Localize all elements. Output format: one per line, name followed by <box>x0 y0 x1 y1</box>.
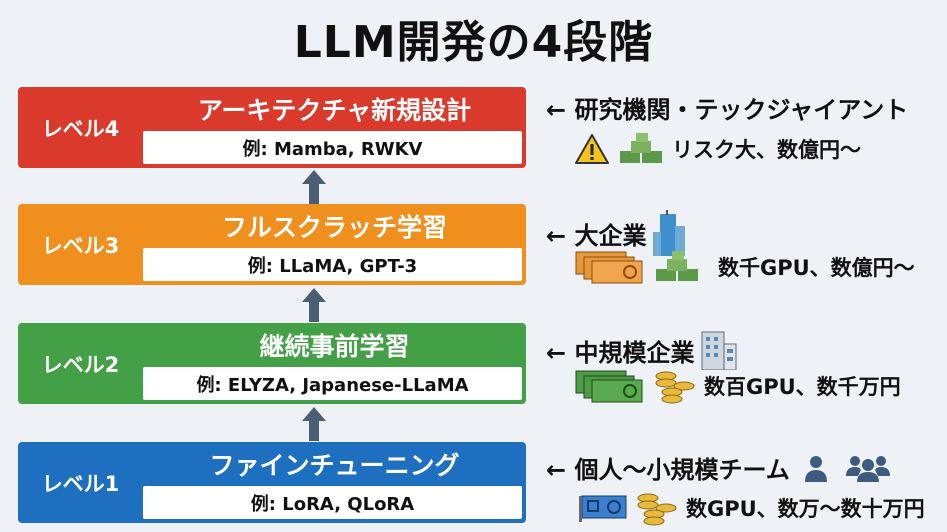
level-example: 例: ELYZA, Japanese-LLaMA <box>143 367 522 400</box>
level-example: 例: Mamba, RWKV <box>143 131 522 164</box>
cost-text: リスク大、数億円〜 <box>672 138 861 162</box>
skyscraper-icon <box>653 210 686 256</box>
level-name: 継続事前学習 <box>259 332 410 361</box>
gpu-cluster-icon <box>575 370 643 403</box>
level-label: レベル1 <box>41 471 120 496</box>
cost-level-3: 数千GPU、数億円〜 <box>574 250 915 284</box>
up-arrow-icon <box>302 170 326 204</box>
office-building-icon <box>701 331 737 370</box>
cost-text: 数百GPU、数千万円 <box>704 375 901 399</box>
level-label: レベル2 <box>41 352 120 377</box>
level-label: レベル3 <box>41 233 120 258</box>
level-name: フルスクラッチ学習 <box>221 213 447 242</box>
level-2-box: レベル2 継続事前学習 例: ELYZA, Japanese-LLaMA <box>18 323 526 404</box>
cost-text: 数GPU、数万〜数十万円 <box>686 497 925 521</box>
gpu-cluster-icon <box>575 251 643 284</box>
up-arrow-icon <box>302 407 326 441</box>
money-stack-icon <box>656 251 698 281</box>
cost-level-2: 数百GPU、数千万円 <box>574 368 901 404</box>
up-arrow-icon <box>302 288 326 322</box>
group-icon <box>845 455 890 482</box>
level-3-box: レベル3 フルスクラッチ学習 例: LLaMA, GPT-3 <box>18 204 526 285</box>
actor-level-3: ← 大企業 <box>546 210 686 256</box>
level-example: 例: LLaMA, GPT-3 <box>143 248 522 281</box>
page-title: LLM開発の4段階 <box>293 17 654 68</box>
level-example: 例: LoRA, QLoRA <box>143 486 522 519</box>
gpu-icon <box>579 495 627 522</box>
actor-text: ← 中規模企業 <box>546 338 695 367</box>
cost-level-1: 数GPU、数万〜数十万円 <box>578 490 925 526</box>
money-stack-icon <box>620 133 662 163</box>
actor-text: ← 大企業 <box>546 221 647 250</box>
warning-icon <box>575 134 609 164</box>
person-icon <box>804 455 827 482</box>
actor-text: ← 個人〜小規模チーム <box>546 456 790 484</box>
actor-text: ← 研究機関・テックジャイアント <box>546 96 909 124</box>
level-1-box: レベル1 ファインチューニング 例: LoRA, QLoRA <box>18 442 526 523</box>
actor-level-2: ← 中規模企業 <box>546 330 738 370</box>
cost-level-4: リスク大、数億円〜 <box>574 133 861 165</box>
coins-icon <box>655 371 695 404</box>
coins-icon <box>637 493 677 526</box>
level-4-box: レベル4 アーキテクチャ新規設計 例: Mamba, RWKV <box>18 87 526 168</box>
level-name: ファインチューニング <box>209 451 460 480</box>
cost-text: 数千GPU、数億円〜 <box>718 256 915 280</box>
actor-level-4: ← 研究機関・テックジャイアント <box>546 90 908 125</box>
actor-level-1: ← 個人〜小規模チーム <box>546 450 890 485</box>
level-label: レベル4 <box>41 116 120 141</box>
level-name: アーキテクチャ新規設計 <box>197 96 472 125</box>
